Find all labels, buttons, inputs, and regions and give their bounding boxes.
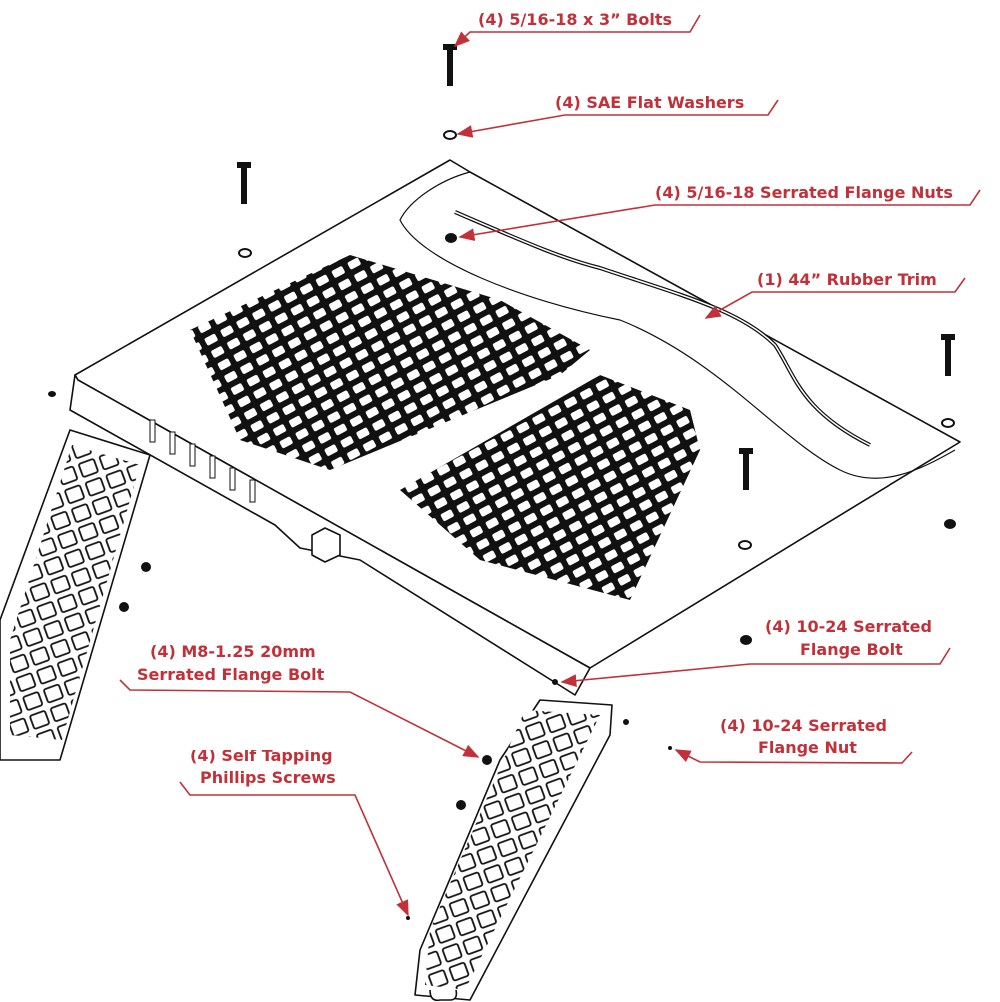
label-1024-nut-2: Flange Nut bbox=[758, 738, 857, 757]
callout-washers: (4) SAE Flat Washers bbox=[456, 93, 779, 138]
label-washers: (4) SAE Flat Washers bbox=[555, 93, 744, 112]
top-plate bbox=[69, 159, 961, 696]
right-mesh-panel bbox=[400, 375, 700, 600]
right-leg bbox=[414, 699, 613, 1002]
logo-icon bbox=[311, 527, 341, 563]
flange-nuts bbox=[48, 233, 956, 645]
label-screws-1: (4) Self Tapping bbox=[190, 746, 333, 765]
callout-bolts: (4) 5/16-18 x 3” Bolts bbox=[453, 10, 701, 48]
label-1024-bolt-1: (4) 10-24 Serrated bbox=[765, 617, 932, 636]
label-flange-nuts: (4) 5/16-18 Serrated Flange Nuts bbox=[655, 183, 953, 202]
callout-1024-bolt: (4) 10-24 Serrated Flange Bolt bbox=[560, 617, 951, 687]
label-1024-nut-1: (4) 10-24 Serrated bbox=[720, 716, 887, 735]
bolts bbox=[237, 44, 955, 490]
callout-1024-nut: (4) 10-24 Serrated Flange Nut bbox=[674, 716, 913, 764]
left-mesh-panel bbox=[190, 255, 590, 470]
left-leg bbox=[0, 429, 151, 761]
callout-m8-bolt: (4) M8-1.25 20mm Serrated Flange Bolt bbox=[119, 642, 480, 758]
label-rubber-trim: (1) 44” Rubber Trim bbox=[757, 270, 937, 289]
callout-screws: (4) Self Tapping Phillips Screws bbox=[179, 742, 409, 917]
label-bolts: (4) 5/16-18 x 3” Bolts bbox=[478, 10, 672, 29]
label-m8-1: (4) M8-1.25 20mm bbox=[150, 642, 316, 661]
washers bbox=[238, 130, 955, 550]
label-m8-2: Serrated Flange Bolt bbox=[137, 665, 325, 684]
label-1024-bolt-2: Flange Bolt bbox=[800, 640, 903, 659]
callout-flange-nuts: (4) 5/16-18 Serrated Flange Nuts bbox=[458, 183, 981, 241]
small-hardware bbox=[119, 562, 672, 920]
callout-rubber-trim: (1) 44” Rubber Trim bbox=[704, 270, 966, 319]
vent-slots bbox=[149, 419, 256, 503]
label-screws-2: Phillips Screws bbox=[200, 768, 336, 787]
